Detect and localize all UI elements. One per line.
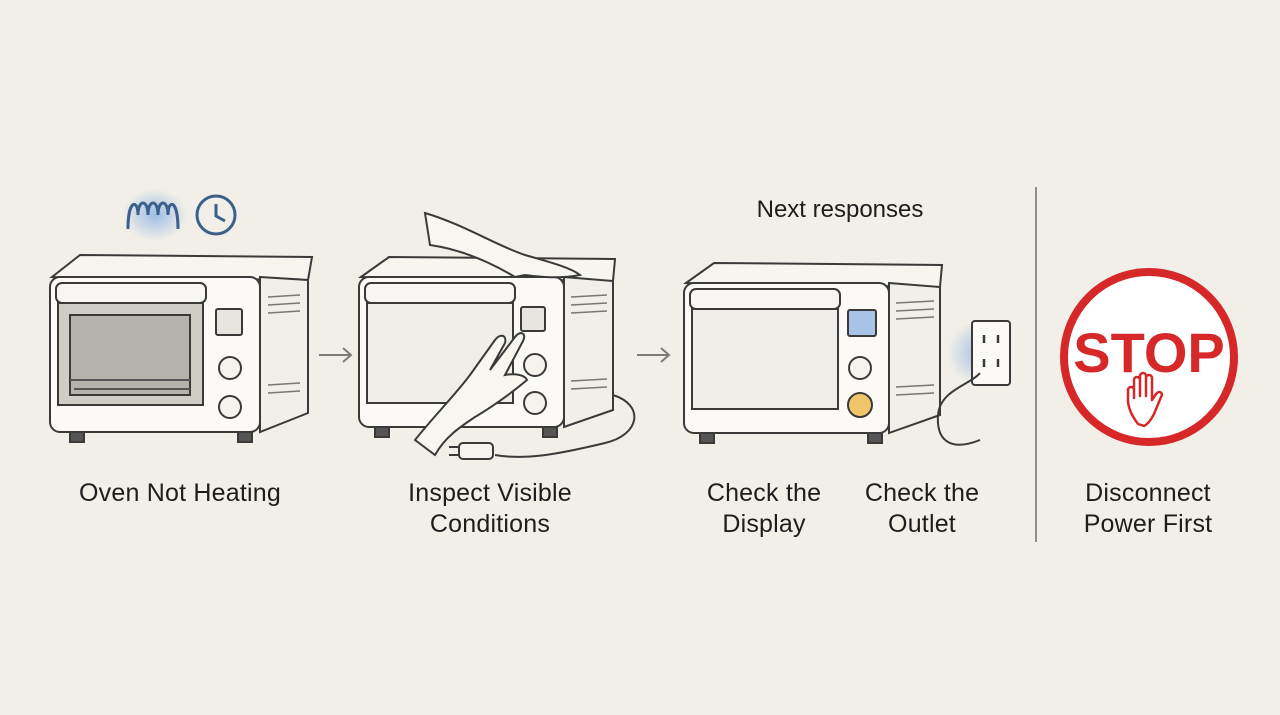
section-divider bbox=[1035, 187, 1037, 542]
stop-sign-icon: STOP bbox=[1060, 268, 1238, 446]
arrow-icon bbox=[637, 347, 671, 363]
clock-icon bbox=[195, 194, 237, 236]
oven-body bbox=[49, 253, 314, 443]
next-responses-heading: Next responses bbox=[756, 196, 924, 223]
check-outlet-label: Check the Outlet bbox=[864, 479, 980, 538]
next-responses-illustration bbox=[682, 261, 1012, 446]
outlet-icon bbox=[936, 320, 1011, 446]
hand-icon bbox=[413, 211, 583, 457]
step-2-label: Inspect Visible Conditions bbox=[408, 479, 572, 538]
inspect-conditions-illustration bbox=[357, 211, 636, 460]
step-1-label: Oven Not Heating bbox=[79, 479, 281, 507]
heating-coil-icon bbox=[123, 189, 187, 241]
power-plug-icon bbox=[449, 394, 636, 460]
oven-body bbox=[682, 261, 944, 444]
step-4-label: Disconnect Power First bbox=[1083, 479, 1213, 538]
raised-hand-icon bbox=[1126, 371, 1164, 428]
oven-not-heating-illustration bbox=[49, 189, 314, 443]
stop-sign-text: STOP bbox=[1073, 321, 1224, 384]
arrow-icon bbox=[319, 347, 353, 363]
check-display-label: Check the Display bbox=[706, 479, 822, 538]
